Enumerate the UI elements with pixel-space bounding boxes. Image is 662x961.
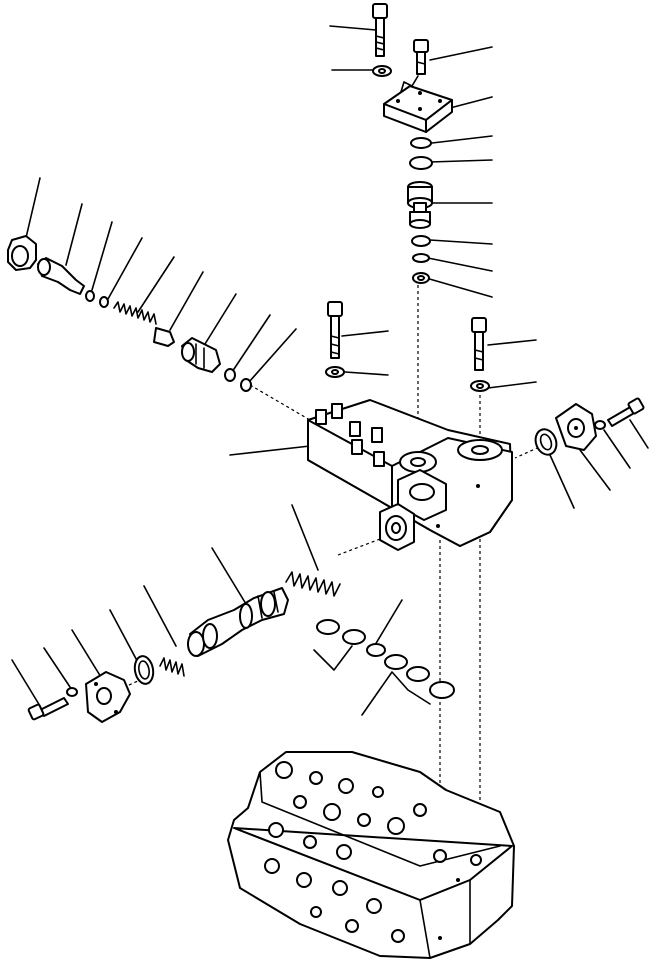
o-ring-group [316, 619, 455, 699]
right-washer [594, 420, 606, 430]
small-rings-left [85, 290, 109, 308]
small-spool-spring [159, 657, 185, 677]
top-bolt-short [413, 39, 429, 75]
end-washer [66, 687, 78, 697]
plunger [181, 337, 221, 373]
end-nut [7, 235, 37, 271]
main-valve-block [227, 751, 515, 959]
top-washer [372, 65, 392, 77]
main-spring [285, 571, 341, 597]
cover-plate [383, 85, 453, 133]
bolt-path [399, 75, 419, 96]
mid-bolt-right [470, 317, 490, 392]
top-bolt-long [372, 3, 388, 57]
o-ring-stack [409, 137, 433, 284]
small-spring [113, 301, 157, 325]
end-o-ring [133, 655, 155, 685]
right-o-ring [534, 428, 558, 456]
right-bolt [607, 397, 645, 427]
end-bolt [27, 697, 69, 721]
end-cover [85, 671, 131, 723]
small-rings-right [224, 368, 252, 392]
right-end-cap [555, 403, 597, 451]
valve-port-flange [379, 503, 415, 551]
leader-lines [11, 25, 649, 716]
small-pin [153, 327, 175, 347]
adjuster-sleeve [37, 257, 85, 295]
mid-bolt-left [325, 301, 345, 378]
main-spool [187, 587, 289, 657]
piston [407, 181, 433, 229]
valve-body [307, 399, 513, 547]
